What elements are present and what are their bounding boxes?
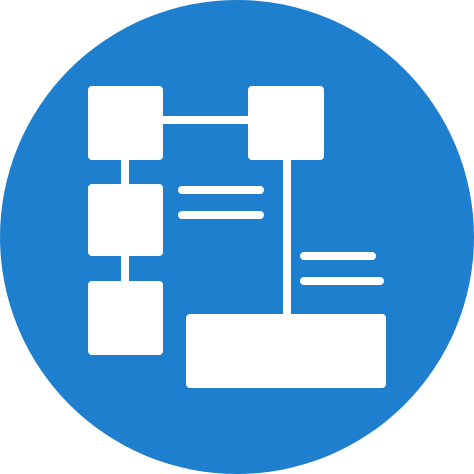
text-line-2b — [300, 277, 384, 285]
connector-left-lower — [121, 254, 129, 282]
text-line-2a — [300, 252, 376, 260]
node-box-top-right — [248, 86, 324, 160]
text-line-1b — [178, 211, 264, 219]
node-box-bottom-wide — [186, 314, 386, 388]
node-box-middle-left — [88, 184, 163, 256]
connector-right-vertical — [283, 158, 291, 316]
connector-top-horizontal — [160, 116, 252, 124]
text-line-1a — [178, 186, 264, 194]
flowchart-shapes — [88, 86, 386, 388]
connector-left-upper — [121, 158, 129, 186]
node-box-bottom-left — [88, 281, 163, 355]
node-box-top-left — [88, 86, 163, 160]
